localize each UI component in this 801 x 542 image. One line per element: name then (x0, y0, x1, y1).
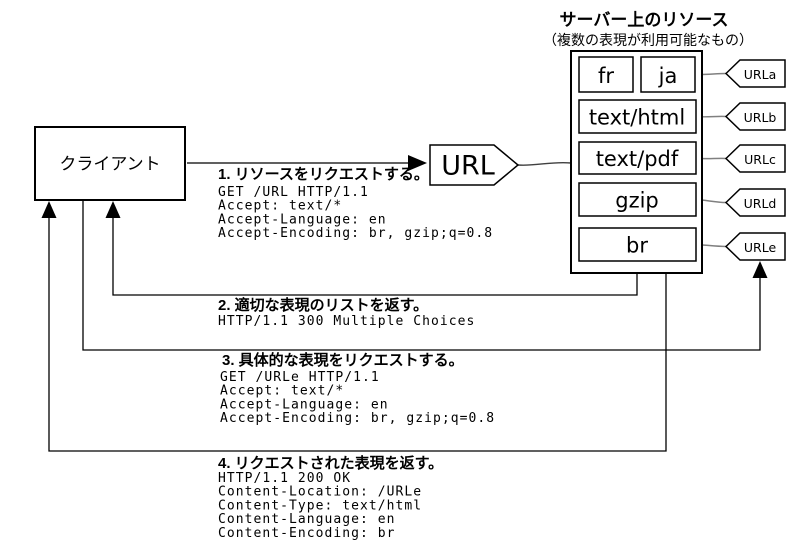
step3-line-3: Accept-Encoding: br, gzip;q=0.8 (220, 411, 495, 426)
arrow-step1-head (408, 155, 427, 171)
resource-label-br: br (626, 234, 648, 258)
step1-line-3: Accept-Encoding: br, gzip;q=0.8 (218, 226, 493, 241)
step2-text: 2. 適切な表現のリストを返す。 HTTP/1.1 300 Multiple C… (218, 296, 475, 329)
flow-arrows (41, 155, 768, 452)
client-label: クライアント (59, 155, 160, 174)
step3-label: 3. 具体的な表現をリクエストする。 (222, 351, 464, 369)
resource-label-textpdf: text/pdf (596, 147, 679, 171)
step3-line-2: Accept-Language: en (220, 397, 389, 412)
step2-label: 2. 適切な表現のリストを返す。 (218, 296, 428, 314)
url-tag-urla-label: URLa (744, 67, 776, 82)
resource-label-texthtml: text/html (589, 106, 685, 130)
url-node-label: URL (441, 151, 495, 182)
step3-text: 3. 具体的な表現をリクエストする。 GET /URLe HTTP/1.1 Ac… (220, 351, 495, 426)
resource-box-ja (640, 56, 696, 93)
client-box (34, 126, 186, 201)
resource-box-fr (578, 56, 634, 93)
step3-line-1: Accept: text/* (220, 384, 344, 399)
url-tag-urlc-shape (724, 144, 786, 173)
arrow-step2-line (112, 216, 638, 296)
resource-label-gzip: gzip (615, 189, 659, 213)
step1-line-1: Accept: text/* (218, 199, 342, 214)
url-tag-urlc-label: URLc (744, 152, 776, 167)
url-tags: URLa URLb URLc URLd URLe (724, 59, 786, 261)
url-tag-urlb-label: URLb (744, 110, 777, 125)
arrow-step4-head (41, 201, 57, 218)
connector-url-server (517, 161, 572, 166)
step1-label: 1. リソースをリクエストする。 (218, 166, 429, 183)
step4-text: 4. リクエストされた表現を返す。 HTTP/1.1 200 OK Conten… (218, 454, 443, 541)
step4-line-2: Content-Type: text/html (218, 498, 422, 513)
resource-label-ja: ja (658, 64, 678, 88)
step2-line-0: HTTP/1.1 300 Multiple Choices (218, 314, 475, 329)
server-subtitle: （複数の表現が利用可能なもの） (543, 32, 753, 48)
step1-text: 1. リソースをリクエストする。 GET /URL HTTP/1.1 Accep… (218, 166, 493, 241)
arrow-step3-head (752, 261, 768, 278)
url-tag-urla-shape (724, 59, 786, 88)
url-tag-urld-label: URLd (744, 196, 777, 211)
arrow-step3-line (82, 201, 761, 351)
url-tag-urle-label: URLe (744, 240, 777, 255)
resource-box-br (578, 227, 697, 262)
step4-line-3: Content-Language: en (218, 512, 396, 527)
url-node-shape (429, 144, 520, 186)
arrow-step4-line (48, 217, 667, 452)
step3-line-0: GET /URLe HTTP/1.1 (220, 370, 380, 385)
step4-line-1: Content-Location: /URLe (218, 485, 422, 500)
arrow-step2-head (105, 201, 121, 218)
resource-label-fr: fr (598, 64, 614, 88)
url-tag-urld-shape (724, 188, 786, 217)
step4-line-0: HTTP/1.1 200 OK (218, 471, 351, 486)
url-tag-urlb-shape (724, 102, 786, 131)
resource-box-textpdf (578, 141, 697, 175)
step4-label: 4. リクエストされた表現を返す。 (218, 454, 443, 472)
url-tag-urle-shape (724, 232, 786, 261)
step1-line-2: Accept-Language: en (218, 212, 387, 227)
resource-box-texthtml (578, 99, 697, 134)
step1-line-0: GET /URL HTTP/1.1 (218, 185, 369, 200)
step4-line-4: Content-Encoding: br (218, 526, 396, 541)
server-title: サーバー上のリソース (560, 11, 729, 30)
resource-box-gzip (578, 182, 697, 217)
